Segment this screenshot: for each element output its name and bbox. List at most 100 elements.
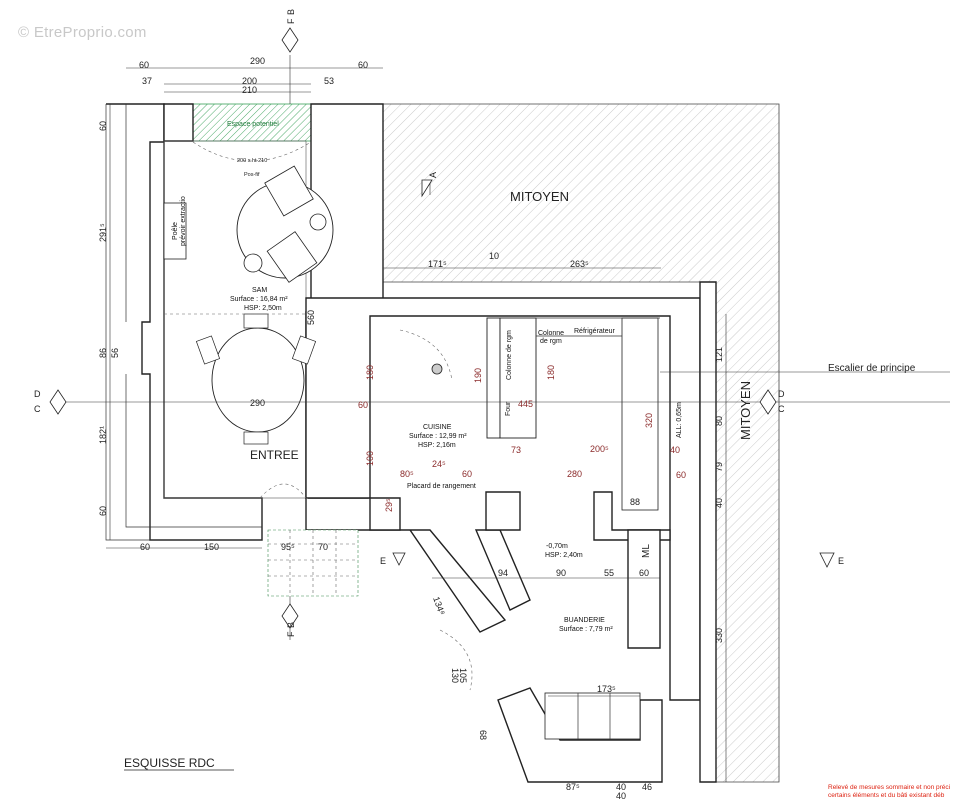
kitchen-counter [621,317,659,511]
sam-surface: Surface : 16,84 m² [230,296,288,303]
svg-text:210: 210 [242,85,257,95]
svg-text:90: 90 [556,568,566,578]
svg-text:68: 68 [478,730,488,740]
mitoyen-label: MITOYEN [510,189,569,204]
cuisine-hsp: HSP: 2,16m [418,442,456,449]
svg-text:200: 200 [242,76,257,86]
chair [243,431,269,445]
svg-text:180: 180 [365,365,375,380]
disclaimer-line: certains éléments et du bâti existant dé… [828,792,945,799]
svg-text:A: A [428,172,438,178]
door-swing [439,629,473,691]
svg-text:94: 94 [498,568,508,578]
chair [243,313,269,329]
poele [163,202,187,260]
disclaimer-line: Relevé de mesures sommaire et non préci [828,784,951,791]
svg-text:182¹: 182¹ [98,426,108,444]
dining-table [211,327,305,433]
svg-text:263⁵: 263⁵ [570,259,589,269]
svg-text:560: 560 [306,310,316,325]
svg-text:173⁵: 173⁵ [597,684,616,694]
svg-text:D: D [34,389,41,399]
svg-text:10: 10 [489,251,499,261]
svg-text:46: 46 [642,782,652,792]
espace-potentiel-area [192,103,312,142]
colonne-rgm [486,317,501,439]
svg-text:171⁵: 171⁵ [428,259,447,269]
section-marker-dc-left: D C [34,389,67,415]
all-label: ALL: 0,65m [676,402,683,438]
cuisine-name: CUISINE [423,424,452,431]
svg-text:60: 60 [358,400,368,410]
espace-potentiel-label: Espace potentiel [227,121,279,128]
colonne-label: Colonne [538,330,564,337]
svg-text:D: D [778,389,785,399]
extraction-label: prévoir extractio [180,196,187,246]
svg-text:445: 445 [518,399,533,409]
svg-text:40: 40 [616,782,626,792]
buanderie-surface: Surface : 7,79 m² [559,626,613,633]
disclaimer-note: Relevé de mesures sommaire et non préci … [828,784,950,800]
section-marker-a: A [421,172,438,198]
black-dimensions: 290 60 60 37 200 53 210 60 291⁵ 86 56 18… [98,56,724,800]
buanderie-name: BUANDERIE [564,617,605,624]
svg-text:180: 180 [546,365,556,380]
svg-text:280: 280 [567,469,582,479]
level-hsp: HSP: 2,40m [545,552,583,559]
svg-text:F: F [286,631,296,637]
refrigerateur-label: Réfrigérateur [574,328,616,335]
entry-stairs [267,529,359,597]
svg-text:79: 79 [714,462,724,472]
chair [291,335,317,365]
svg-text:73: 73 [511,445,521,455]
wall-right [699,281,717,783]
poele-label: Poêle [172,222,179,240]
svg-text:86: 86 [98,348,108,358]
pos-f-label: Pos-fif [244,172,260,178]
placard-label: Placard de rangement [407,483,476,490]
chair [195,335,221,365]
section-marker-fb-bottom: F B [281,603,299,637]
svg-text:40: 40 [670,445,680,455]
svg-text:F: F [286,18,296,24]
svg-text:56: 56 [110,348,120,358]
wall-left-outer [105,104,262,541]
armchair [266,231,318,283]
svg-text:C: C [778,404,785,414]
svg-text:100: 100 [365,451,375,466]
svg-text:53: 53 [324,76,334,86]
svg-text:121: 121 [714,347,724,362]
door-swing [192,141,312,162]
plan-title: ESQUISSE RDC [124,756,215,770]
svg-text:290: 290 [250,56,265,66]
four-label: Four [505,401,512,416]
side-table [309,213,327,231]
side-table [243,253,263,273]
sam-door-label: 200 x ht 210 [237,158,267,164]
level-label: -0,70m [546,543,568,550]
svg-text:130: 130 [450,668,460,683]
entree-label: ENTREE [250,448,299,462]
svg-text:320: 320 [644,413,654,428]
svg-text:60: 60 [358,60,368,70]
section-marker-dc-right: D C [759,389,785,415]
svg-text:290: 290 [250,398,265,408]
svg-text:B: B [286,9,296,15]
svg-text:88: 88 [630,497,640,507]
wall-kitchen-bottom [369,491,671,541]
svg-text:70: 70 [318,542,328,552]
svg-text:80⁵: 80⁵ [400,469,414,479]
svg-text:37: 37 [142,76,152,86]
svg-text:80: 80 [714,416,724,426]
svg-text:150: 150 [204,542,219,552]
svg-text:55: 55 [604,568,614,578]
svg-text:E: E [838,556,844,566]
section-marker-fb-top: F B [281,9,299,53]
colonne-block [499,317,537,439]
sam-hsp: HSP: 2,50m [244,305,282,312]
svg-text:C: C [34,404,41,414]
svg-text:40: 40 [714,498,724,508]
svg-text:60: 60 [139,60,149,70]
svg-text:190: 190 [473,368,483,383]
